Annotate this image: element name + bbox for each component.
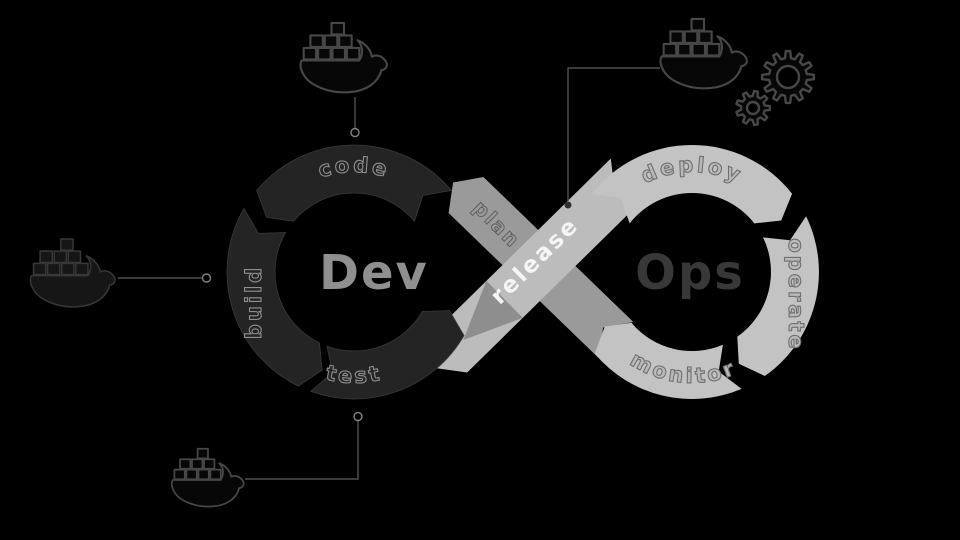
connector-line-test [245,421,359,480]
ops-segment-monitor [594,322,742,399]
release-band-arrowhead-icon [463,280,523,340]
connector-ring-code [350,127,360,138]
connector-ring-test [353,411,363,422]
docker-whale-icon-left [29,238,116,308]
segment-label-operate: operate [784,238,808,352]
dev-segment-code [256,144,453,223]
ops-loop [591,144,819,399]
docker-whale-icon-top-left [299,21,388,94]
dev-segment-test [309,310,465,400]
dev-label: Dev [319,245,429,301]
connector-dot-release [564,201,572,209]
ops-segment-deploy [591,144,793,224]
segment-label-test: test [324,361,384,389]
ops-segment-operate [737,216,819,376]
connector-line-release [567,67,660,201]
icons [29,17,816,508]
dev-loop [226,144,465,400]
gear-icon-large [760,49,816,105]
docker-whale-icon-bottom [170,447,245,508]
connector-ring-build [201,273,212,283]
crossing-bands [430,158,648,373]
gear-icon-small [735,89,772,127]
segment-label-build: build [242,265,266,339]
docker-whale-icon-top-right [659,17,748,90]
connectors [118,67,660,480]
ops-label: Ops [635,245,745,301]
dev-segment-build [226,207,323,387]
